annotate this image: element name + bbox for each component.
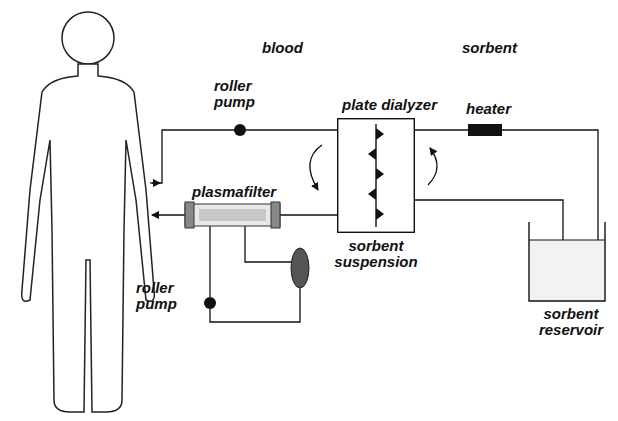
filter-fibres (199, 209, 266, 221)
component-shape (468, 124, 502, 136)
shape-outline (204, 297, 216, 309)
component-node: heater (466, 101, 511, 136)
flow-line (415, 129, 468, 130)
filter-cap (271, 202, 280, 228)
flow-arrow (428, 148, 437, 185)
shape-outline (337, 118, 415, 233)
free-label: sorbent (462, 40, 517, 56)
membrane-plate (368, 188, 376, 200)
component-node: sorbent reservoir (528, 222, 612, 338)
component-node: roller pump (136, 280, 216, 312)
free-label: sorbent suspension (330, 238, 422, 270)
component-label: sorbent reservoir (530, 306, 612, 338)
shape-outline (234, 124, 246, 136)
membrane-plate (368, 148, 376, 160)
shape-outline (185, 204, 280, 226)
component-shape (337, 118, 415, 233)
component-shape (204, 297, 216, 309)
component-label: roller pump (214, 78, 276, 110)
flow-arrow (310, 145, 322, 190)
blood-outflow-arrow (150, 182, 160, 183)
filter-cap (185, 202, 194, 228)
shape-outline (528, 222, 606, 302)
plasma-column (291, 248, 309, 288)
flow-line (209, 226, 210, 297)
blood-return-line (152, 214, 185, 215)
pump-dot (234, 124, 246, 136)
reservoir-wall (529, 222, 605, 301)
patient-silhouette (22, 12, 155, 412)
flow-line (246, 129, 337, 130)
membrane-plate (376, 208, 384, 220)
component-shape (234, 124, 246, 136)
filter-body (185, 204, 280, 226)
component-label: plasmafilter (192, 184, 276, 200)
liquid-level (529, 240, 605, 241)
component-label: roller pump (136, 280, 196, 312)
plasma-return-line (210, 288, 300, 322)
component-shape (185, 204, 280, 226)
free-label: blood (262, 40, 303, 56)
component-shape (528, 222, 606, 302)
heater-block (468, 124, 502, 136)
dialyzer-box (338, 119, 415, 233)
flow-line (280, 214, 337, 215)
component-node: plasmafilter (185, 184, 280, 226)
blood-outflow-line (152, 130, 236, 183)
component-label: heater (466, 101, 511, 117)
plasma-line (245, 226, 291, 262)
component-node: plate dialyzer (337, 97, 437, 233)
membrane-plate (376, 168, 384, 180)
shape-outline (468, 124, 502, 136)
component-node: roller pump (214, 78, 276, 136)
membrane-plate (376, 128, 384, 140)
component-label: plate dialyzer (342, 97, 437, 113)
reservoir-liquid (529, 240, 605, 301)
pump-dot (204, 297, 216, 309)
